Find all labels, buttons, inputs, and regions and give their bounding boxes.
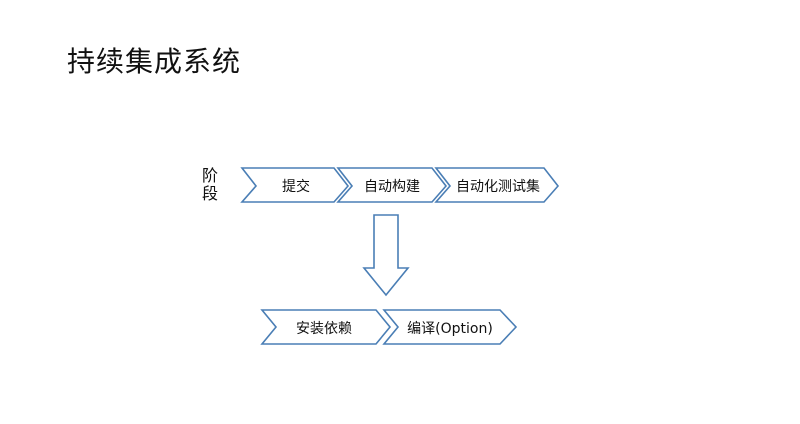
slide-title: 持续集成系统 xyxy=(67,45,242,78)
stage-label: 阶段 xyxy=(202,166,219,203)
step-install-deps-label: 安装依赖 xyxy=(296,321,352,337)
down-arrow-icon xyxy=(362,214,410,297)
chevron-step-install-deps xyxy=(260,309,392,345)
chevron-stage-auto-build xyxy=(336,167,448,203)
stage-commit-label: 提交 xyxy=(282,179,310,195)
stage-auto-build-label: 自动构建 xyxy=(364,179,420,195)
chevron-stage-auto-test xyxy=(434,167,560,203)
stage-auto-test-label: 自动化测试集 xyxy=(456,179,540,195)
step-compile-label: 编译(Option) xyxy=(407,321,493,337)
chevron-stage-commit xyxy=(240,167,350,203)
chevron-step-compile xyxy=(382,309,518,345)
